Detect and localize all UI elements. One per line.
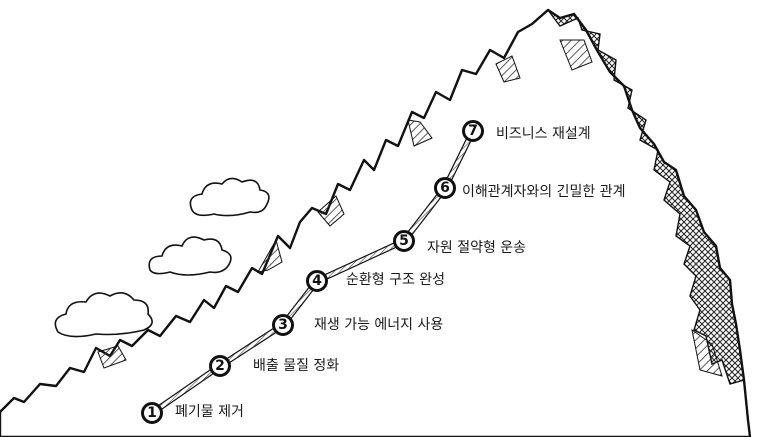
step-label-6: 이해관계자와의 긴밀한 관계 xyxy=(462,184,626,200)
step-label-4: 순환형 구조 완성 xyxy=(346,272,446,288)
step-label-1: 폐기물 제거 xyxy=(175,404,244,420)
mountain-outline xyxy=(0,8,752,437)
step-label-7: 비즈니스 재설계 xyxy=(496,126,591,142)
step-number-4: 4 xyxy=(306,270,328,292)
slope-hatching xyxy=(97,39,723,377)
step-label-3: 재생 가능 에너지 사용 xyxy=(314,317,444,333)
step-number-7: 7 xyxy=(462,120,484,142)
step-number-1: 1 xyxy=(141,402,163,424)
step-label-5: 자원 절약형 운송 xyxy=(427,240,527,256)
step-number-2: 2 xyxy=(209,355,231,377)
step-label-2: 배출 물질 정화 xyxy=(253,358,340,374)
step-number-3: 3 xyxy=(272,314,294,336)
step-number-6: 6 xyxy=(434,177,456,199)
cloud-illustration xyxy=(54,177,270,338)
step-number-5: 5 xyxy=(393,230,415,252)
